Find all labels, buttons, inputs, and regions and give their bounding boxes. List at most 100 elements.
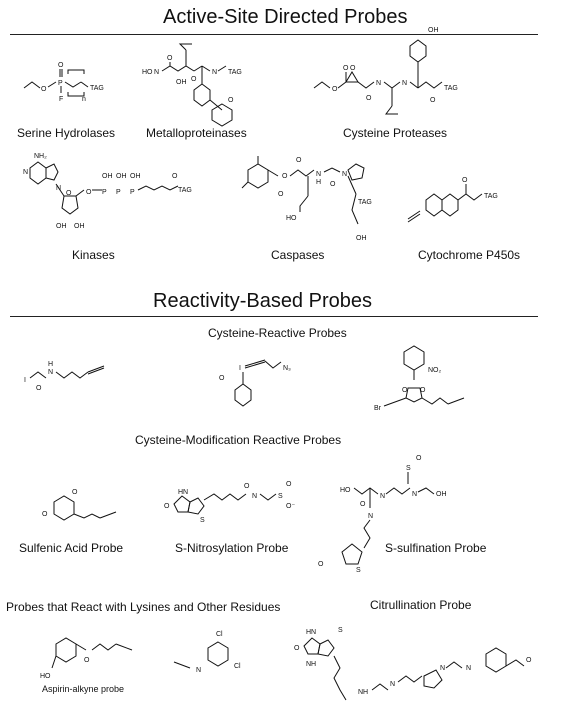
biotin-triazole-structure: O HN NH S NH N N N O: [294, 627, 532, 701]
svg-text:N: N: [212, 69, 217, 76]
svg-text:O: O: [296, 157, 302, 164]
svg-text:O: O: [282, 173, 288, 180]
svg-text:O⁻: O⁻: [286, 503, 295, 510]
svg-text:TAG: TAG: [358, 199, 372, 206]
svg-text:O: O: [420, 387, 426, 394]
sulfenic-acid-structure: O O: [42, 489, 117, 521]
cysteine-protease-structure: O O O O N N OH O TAG: [313, 27, 458, 115]
svg-text:NH: NH: [306, 661, 316, 668]
svg-text:O: O: [41, 86, 47, 93]
svg-text:HO: HO: [142, 69, 153, 76]
svg-text:N: N: [402, 80, 407, 87]
svg-text:O: O: [526, 657, 532, 664]
s-nitrosylation-label: S-Nitrosylation Probe: [175, 541, 289, 555]
title-rule: [10, 34, 538, 35]
svg-text:N: N: [368, 513, 373, 520]
active-site-title: Active-Site Directed Probes: [163, 6, 408, 28]
svg-text:F: F: [59, 96, 63, 103]
svg-text:HO: HO: [286, 215, 297, 222]
svg-text:O: O: [58, 62, 64, 69]
s-sulfination-label: S-sulfination Probe: [385, 541, 487, 555]
svg-text:O: O: [66, 190, 72, 197]
svg-text:O: O: [244, 483, 250, 490]
svg-text:Br: Br: [374, 405, 382, 412]
svg-text:NH₂: NH₂: [34, 153, 47, 160]
aspirin-alkyne-structure: HO O: [40, 637, 133, 680]
svg-text:O: O: [84, 657, 90, 664]
svg-text:O: O: [318, 561, 324, 568]
svg-text:HN: HN: [306, 629, 316, 636]
svg-text:TAG: TAG: [444, 85, 458, 92]
reactivity-title: Reactivity-Based Probes: [153, 290, 372, 312]
svg-text:O: O: [219, 375, 225, 382]
svg-text:O: O: [42, 511, 48, 518]
dichloropyrimidine-structure: Cl Cl N: [173, 631, 241, 674]
svg-text:N: N: [252, 493, 257, 500]
svg-text:O: O: [164, 503, 170, 510]
svg-text:OH: OH: [116, 173, 127, 180]
svg-text:OH: OH: [74, 223, 85, 230]
svg-text:O: O: [332, 86, 338, 93]
kinases-label: Kinases: [72, 248, 115, 262]
cytochrome-p450-structure: O TAG: [407, 177, 498, 223]
svg-text:O: O: [402, 387, 408, 394]
svg-text:O: O: [366, 95, 372, 102]
svg-text:I: I: [24, 377, 26, 384]
hypervalent-iodine-structure: O I N₃: [219, 359, 291, 407]
svg-text:O: O: [167, 55, 173, 62]
svg-text:H: H: [48, 361, 53, 368]
svg-text:Cl: Cl: [216, 631, 223, 638]
svg-text:Cl: Cl: [234, 663, 241, 670]
svg-text:N: N: [412, 491, 417, 498]
svg-text:O: O: [462, 177, 468, 184]
svg-text:O: O: [330, 181, 336, 188]
svg-text:P: P: [116, 189, 121, 196]
svg-text:TAG: TAG: [484, 193, 498, 200]
svg-text:N: N: [466, 665, 471, 672]
svg-text:S: S: [406, 465, 411, 472]
svg-text:OH: OH: [56, 223, 67, 230]
svg-text:OH: OH: [428, 27, 439, 34]
svg-text:TAG: TAG: [228, 69, 242, 76]
cysteine-mod-heading: Cysteine-Modification Reactive Probes: [135, 433, 342, 447]
svg-text:O: O: [191, 76, 197, 83]
nitrobenzyl-probe-structure: NO₂ O O Br: [374, 345, 465, 412]
iodoacetamide-alkyne-structure: I O N H: [24, 361, 105, 392]
caspases-label: Caspases: [271, 248, 325, 262]
svg-text:O: O: [416, 455, 422, 462]
svg-text:S: S: [278, 493, 283, 500]
svg-text:O: O: [294, 645, 300, 652]
svg-text:N: N: [390, 681, 395, 688]
svg-text:N: N: [154, 69, 159, 76]
svg-text:O: O: [228, 97, 234, 104]
svg-text:OH: OH: [102, 173, 113, 180]
s-sulfination-structure: O S HO O N N OH N S O: [318, 455, 447, 574]
caspase-structure: O O O N H HO O N TAG OH: [241, 156, 372, 242]
aspirin-alkyne-label: Aspirin-alkyne probe: [42, 684, 125, 694]
svg-text:O: O: [86, 189, 92, 196]
svg-text:OH: OH: [436, 491, 447, 498]
citrullination-label: Citrullination Probe: [370, 598, 472, 612]
svg-text:N: N: [380, 493, 385, 500]
svg-text:I: I: [239, 365, 241, 372]
svg-text:HN: HN: [178, 489, 188, 496]
metalloproteinases-label: Metalloproteinases: [146, 126, 247, 140]
svg-text:O: O: [343, 65, 349, 72]
svg-text:N: N: [23, 169, 28, 176]
svg-text:O: O: [350, 65, 356, 72]
svg-text:HO: HO: [340, 487, 351, 494]
svg-text:O: O: [278, 191, 284, 198]
kinase-structure: NH₂ N N O OH OH O P OH P OH P OH O TAG: [23, 153, 192, 230]
svg-text:OH: OH: [130, 173, 141, 180]
svg-text:S: S: [356, 567, 361, 574]
svg-text:OH: OH: [176, 79, 187, 86]
svg-text:NH: NH: [358, 689, 368, 696]
svg-text:O: O: [172, 173, 178, 180]
reactivity-rule: [10, 316, 538, 317]
s-nitrosylation-structure: O HN S O N S O O⁻: [164, 481, 295, 524]
svg-text:P: P: [58, 80, 63, 87]
svg-text:N: N: [316, 171, 321, 178]
svg-text:N: N: [48, 369, 53, 376]
svg-text:TAG: TAG: [90, 85, 104, 92]
svg-text:P: P: [130, 189, 135, 196]
